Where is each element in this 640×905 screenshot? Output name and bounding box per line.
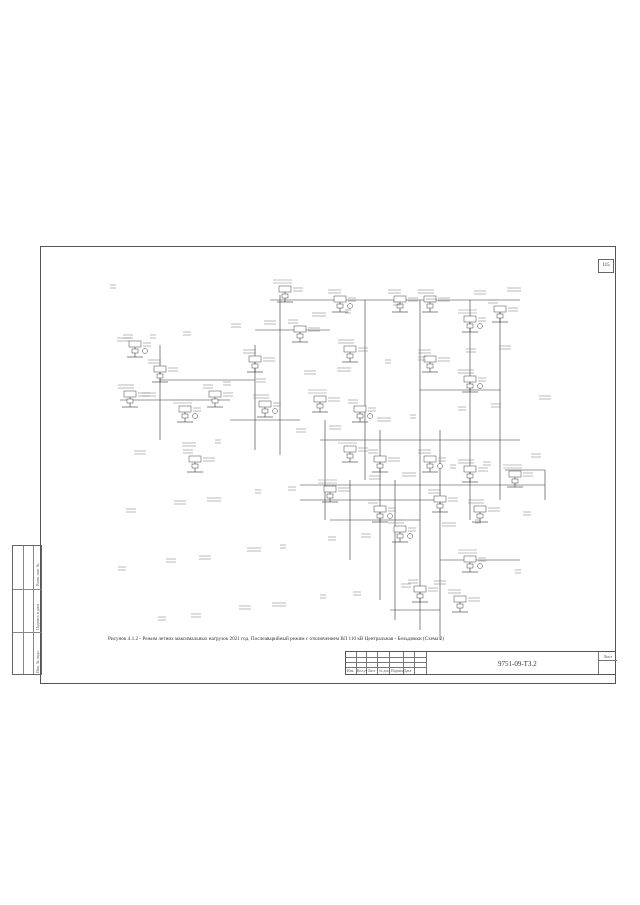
stamp-label-count: Кол.уч [357,669,368,673]
stamp-label-change: Изм. [347,669,355,673]
stamp-label-date: Дата [404,669,412,673]
binding-strip: Взам. инв. № Подпись и дата Инв. № подл. [12,545,42,675]
stamp-label-docnum: № док. [379,669,390,673]
stamp-label-signature: Подпись [391,669,405,673]
figure-caption: Рисунок 4.1.2 - Режим летних максимальны… [108,636,445,642]
document-code: 9751-09-ТЗ.2 [498,660,537,668]
page-number: 115 [598,259,614,273]
stamp-label-sheet: Лист [368,669,376,673]
drawing-sheet-frame [40,246,616,684]
stamp-sheet-label: Лист [603,654,612,659]
title-block: Изм. Кол.уч Лист № док. Подпись Дата 975… [345,651,617,675]
